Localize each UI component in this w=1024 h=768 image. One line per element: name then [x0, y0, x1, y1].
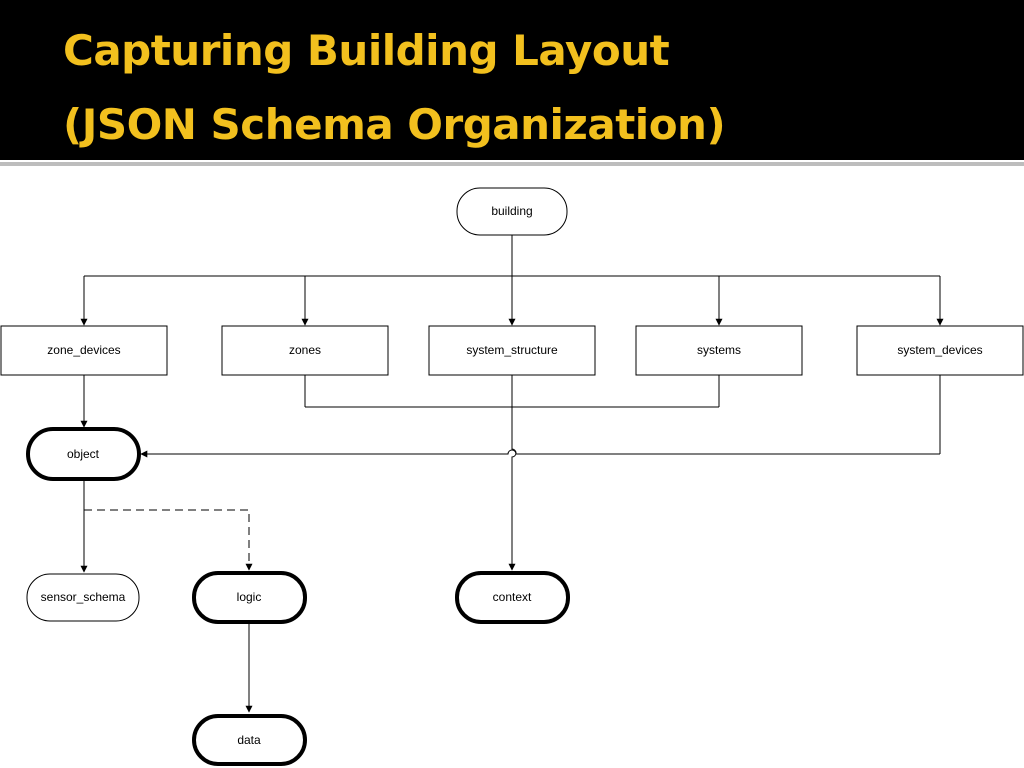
- node-label-systems: systems: [697, 343, 741, 357]
- node-label-system-structure: system_structure: [466, 343, 558, 357]
- node-label-data: data: [237, 733, 261, 747]
- node-label-zone-devices: zone_devices: [47, 343, 120, 357]
- title-divider: [0, 162, 1024, 166]
- node-system-devices: system_devices: [856, 325, 1024, 376]
- node-object: object: [26, 427, 141, 481]
- title-bar: Capturing Building Layout (JSON Schema O…: [0, 0, 1024, 160]
- node-label-logic: logic: [237, 590, 262, 604]
- edge-system-devices-object: [140, 449, 940, 458]
- slide-title-line-1: Capturing Building Layout: [63, 26, 670, 75]
- node-label-context: context: [493, 590, 532, 604]
- node-label-object: object: [67, 447, 100, 461]
- node-building: building: [456, 187, 568, 236]
- node-zones: zones: [221, 325, 389, 376]
- node-data: data: [192, 714, 307, 766]
- slide-title-line-2: (JSON Schema Organization): [63, 100, 726, 149]
- node-zone-devices: zone_devices: [0, 325, 168, 376]
- node-logic: logic: [192, 571, 307, 624]
- node-label-sensor-schema: sensor_schema: [41, 590, 126, 604]
- node-sensor-schema: sensor_schema: [26, 573, 140, 622]
- node-label-system-devices: system_devices: [897, 343, 982, 357]
- node-system-structure: system_structure: [428, 325, 596, 376]
- edge-object-logic: [84, 509, 253, 571]
- node-label-building: building: [491, 204, 532, 218]
- node-context: context: [455, 571, 570, 624]
- edge-context-trunk: [508, 407, 517, 571]
- node-label-zones: zones: [289, 343, 321, 357]
- node-systems: systems: [635, 325, 803, 376]
